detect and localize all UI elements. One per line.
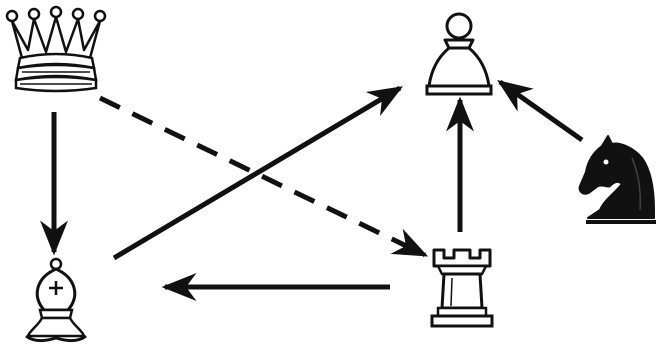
arrow-knight-to-pawn (500, 82, 582, 140)
chess-queen-icon (7, 7, 105, 91)
chess-rook-icon (432, 250, 492, 326)
arrow-queen-to-rook-dashed (100, 98, 425, 255)
chess-pawn-icon (427, 14, 491, 94)
arrow-bishop-to-pawn (114, 88, 400, 258)
arrows (54, 82, 582, 287)
chess-knight-icon (580, 136, 656, 222)
chess-bishop-icon (26, 259, 86, 341)
